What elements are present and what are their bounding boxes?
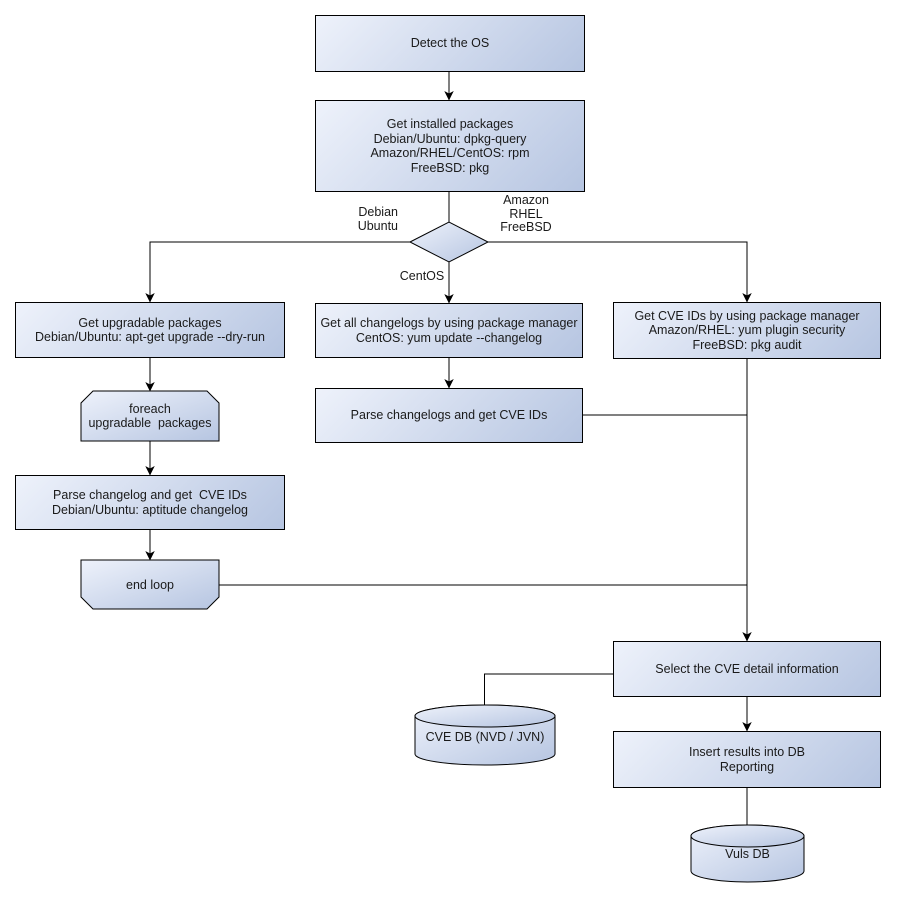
- branch-label-centos: CentOS: [399, 269, 445, 283]
- node-parse-changelog-debian: Parse changelog and get CVE IDs Debian/U…: [15, 475, 285, 530]
- edge-decision-to-upgradable: [145, 241, 410, 303]
- node-insert-results: Insert results into DB Reporting: [613, 731, 881, 788]
- node-get-upgradable-packages: Get upgradable packages Debian/Ubuntu: a…: [15, 302, 285, 358]
- node-parse-changelogs-centos-label: Parse changelogs and get CVE IDs: [350, 408, 548, 423]
- node-get-all-changelogs: Get all changelogs by using package mana…: [315, 303, 583, 358]
- vuls-db-cylinder: [690, 824, 805, 883]
- node-insert-results-label: Insert results into DB Reporting: [688, 745, 805, 774]
- node-select-cve-detail-label: Select the CVE detail information: [655, 661, 839, 676]
- node-get-cve-ids: Get CVE IDs by using package manager Ama…: [613, 302, 881, 359]
- node-select-cve-detail: Select the CVE detail information: [613, 641, 881, 697]
- edge-select-to-cvedb: [484, 673, 613, 705]
- node-get-cve-ids-label: Get CVE IDs by using package manager Ama…: [634, 308, 860, 352]
- branch-label-debian-ubuntu: Debian Ubuntu: [357, 205, 398, 233]
- edge-decision-to-getcveids: [488, 241, 752, 303]
- foreach-loop-shape: [80, 390, 220, 442]
- node-get-installed-packages: Get installed packages Debian/Ubuntu: dp…: [315, 100, 585, 192]
- node-detect-os: Detect the OS: [315, 15, 585, 72]
- node-get-all-changelogs-label: Get all changelogs by using package mana…: [320, 316, 578, 345]
- node-get-upgradable-packages-label: Get upgradable packages Debian/Ubuntu: a…: [35, 315, 265, 345]
- node-get-installed-packages-label: Get installed packages Debian/Ubuntu: dp…: [370, 117, 530, 175]
- os-decision-diamond: [408, 221, 490, 263]
- node-detect-os-label: Detect the OS: [410, 36, 490, 51]
- cve-db-cylinder: [414, 704, 556, 766]
- end-loop-shape: [80, 559, 220, 610]
- node-parse-changelogs-centos: Parse changelogs and get CVE IDs: [315, 388, 583, 443]
- branch-label-amazon-rhel-freebsd: Amazon RHEL FreeBSD: [500, 193, 552, 234]
- node-parse-changelog-debian-label: Parse changelog and get CVE IDs Debian/U…: [52, 488, 248, 517]
